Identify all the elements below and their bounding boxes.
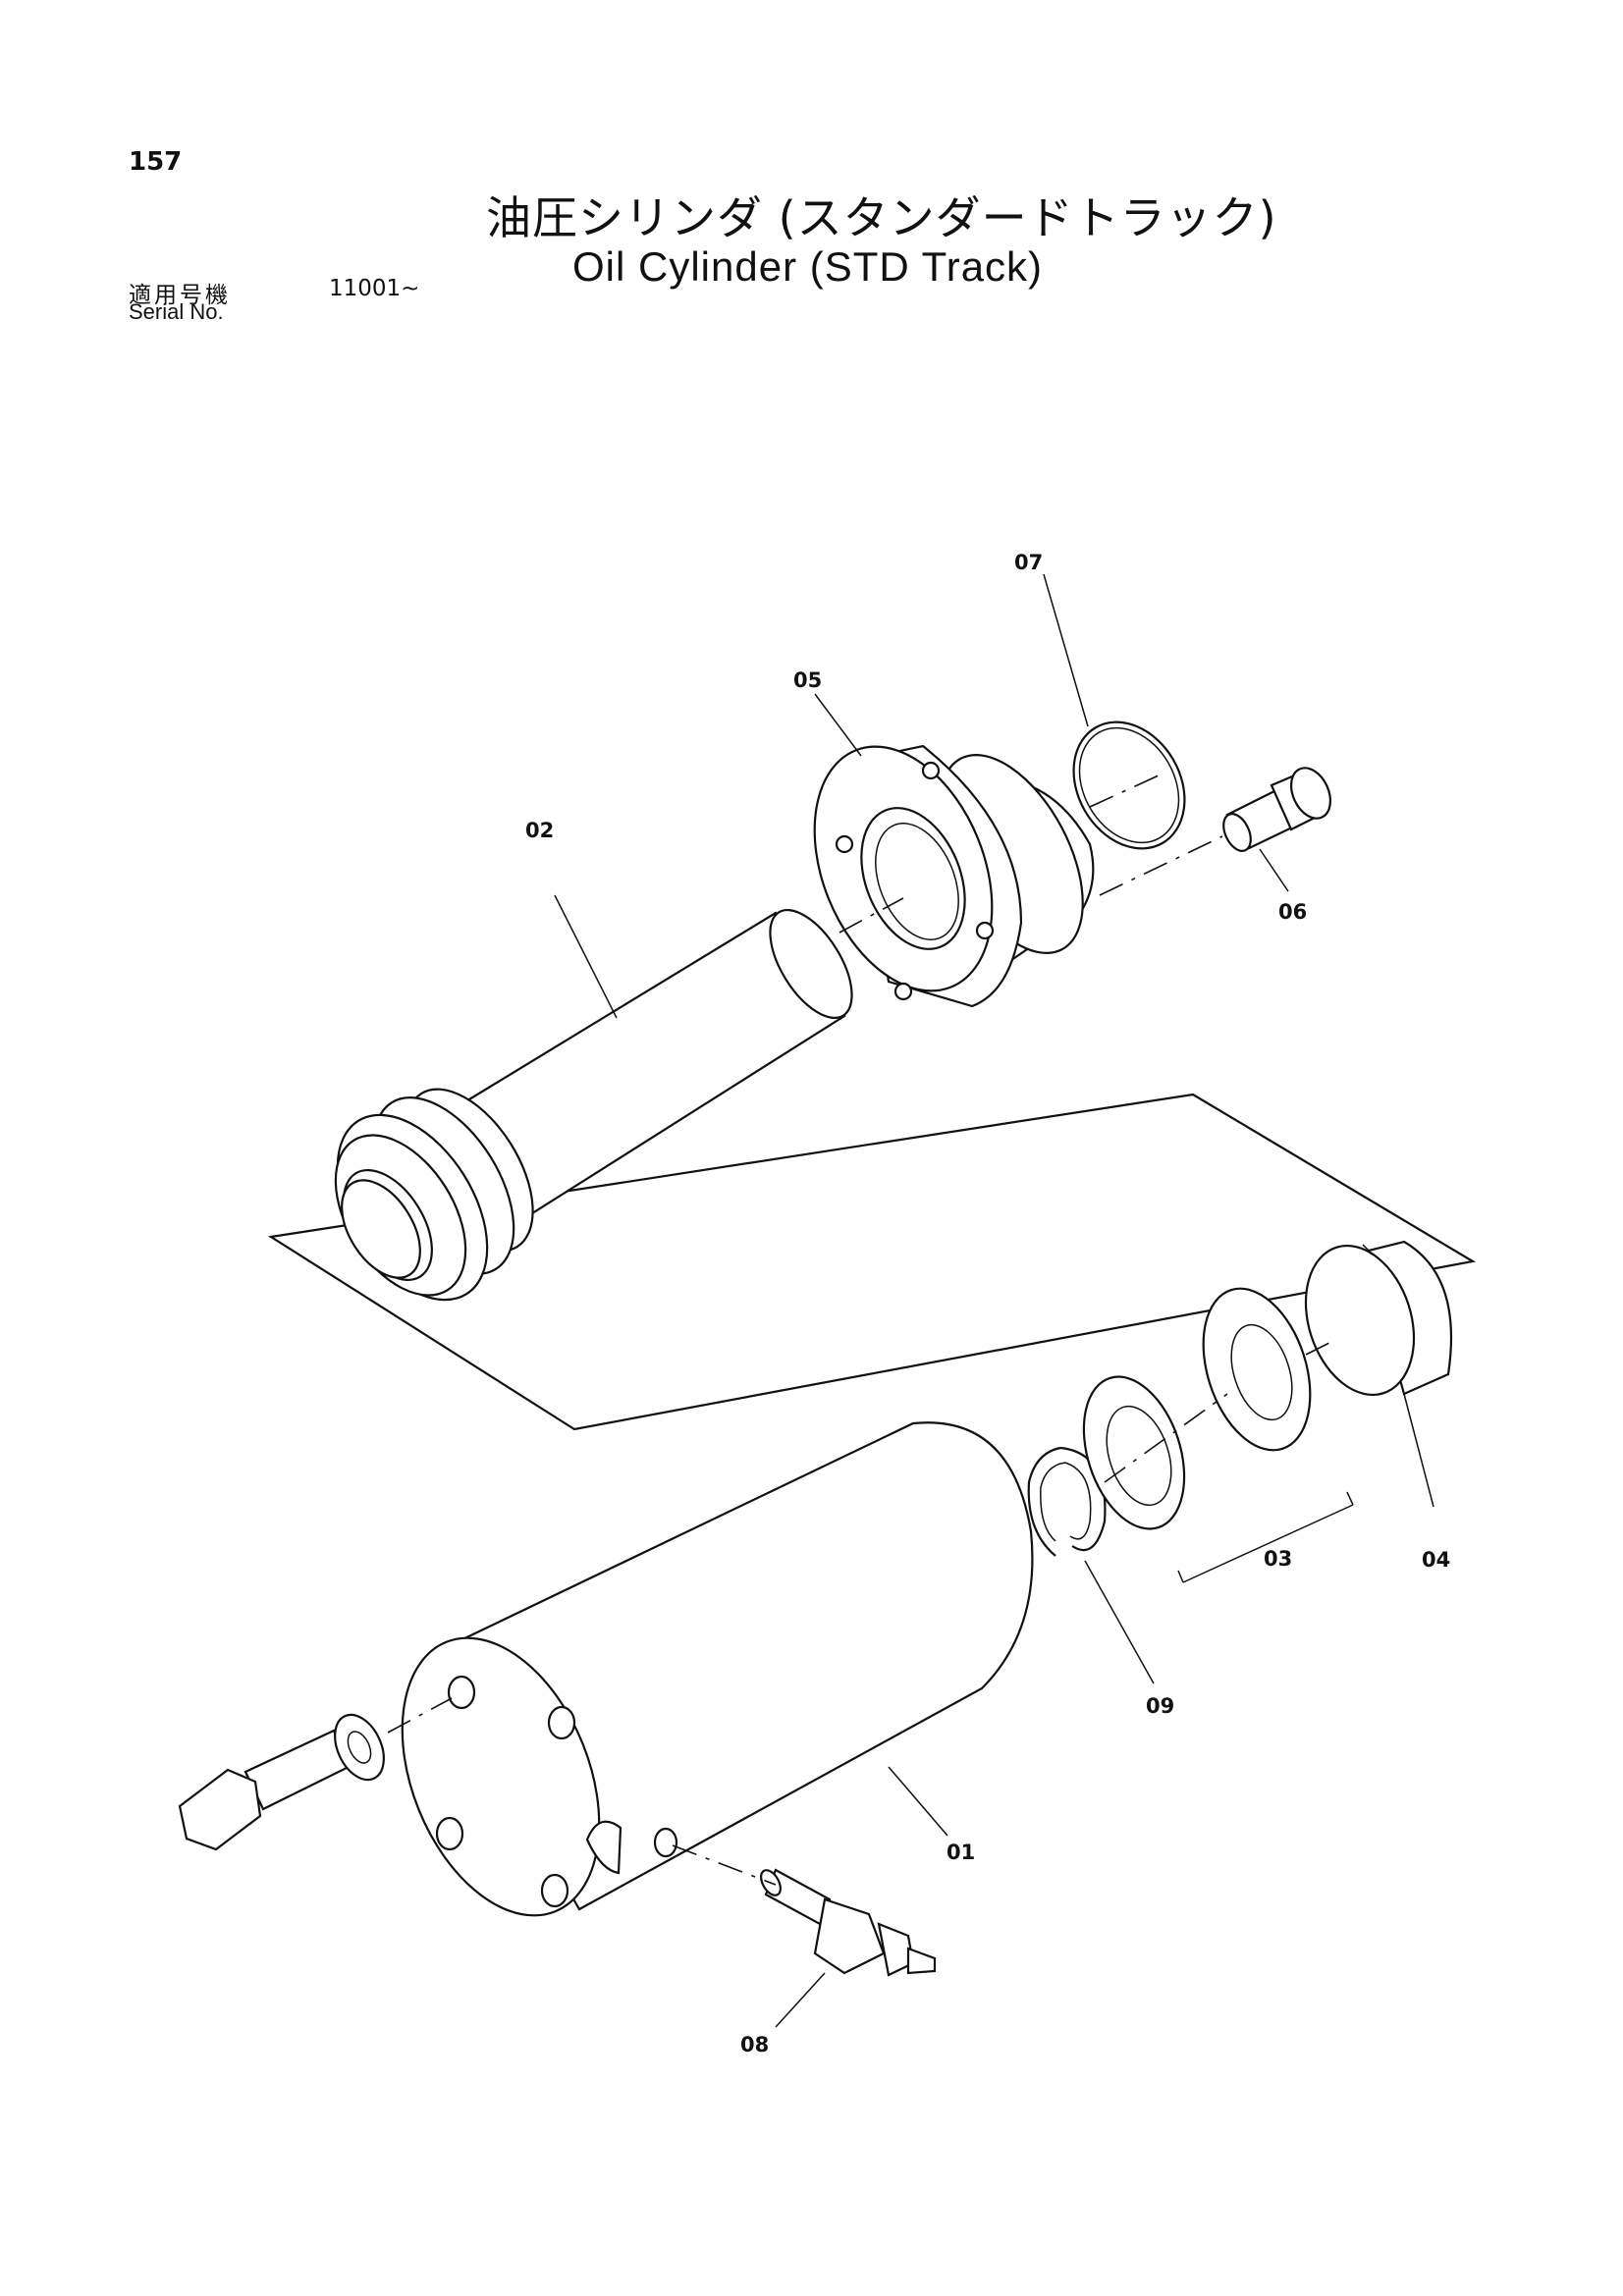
serial-label-japanese: 適用号機 [129,283,231,308]
mounting-bolt [178,1729,351,1851]
title-japanese: 油圧シリンダ (スタンダードトラック) [486,191,1277,244]
callout-01: 01 [947,1841,975,1864]
callout-09: 09 [1146,1694,1174,1718]
part-07-o-ring [1072,721,1186,850]
serial-range: 11001~ [329,276,420,301]
title-english: Oil Cylinder (STD Track) [572,243,1044,290]
part-06-bolt [1222,767,1332,852]
callout-04: 04 [1422,1548,1450,1572]
callout-03: 03 [1264,1547,1292,1571]
callout-07: 07 [1014,551,1043,574]
subassembly-frame [267,1093,1477,1431]
part-09-snap-ring [1027,1446,1107,1557]
part-01-cylinder-body [401,1421,1034,1917]
part-03-seal-set [1082,1287,1312,1530]
part-02-rod [334,908,853,1302]
part-05-head-flange [813,744,1095,1008]
part-04-wear-ring [1304,1240,1453,1397]
serial-label-english: Serial No. [129,299,224,324]
callout-06: 06 [1278,900,1307,924]
callout-08: 08 [740,2033,769,2056]
callout-02: 02 [525,819,554,842]
mounting-washer [334,1713,385,1782]
page-number: 157 [129,147,183,177]
callout-05: 05 [793,668,822,692]
part-08-valve [760,1868,937,1977]
